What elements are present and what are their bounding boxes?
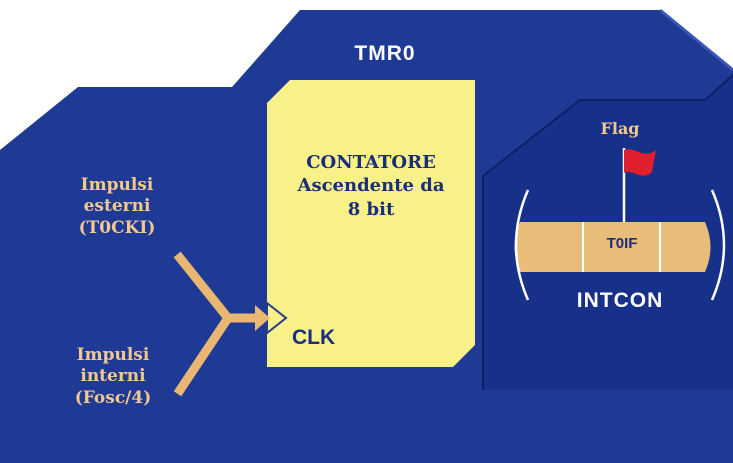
internal-line-3: (Fosc/4) xyxy=(74,387,152,408)
counter-box xyxy=(267,80,475,367)
wire-arrowhead-icon xyxy=(255,305,270,331)
register-bar xyxy=(514,222,711,272)
counter-text: CONTATORE Ascendente da 8 bit xyxy=(272,151,470,221)
clk-label: CLK xyxy=(292,326,336,349)
wire-internal xyxy=(173,311,235,397)
intcon-title: INTCON xyxy=(576,289,664,312)
flag-cloth xyxy=(624,149,656,176)
register-bracket-left xyxy=(514,189,530,301)
panel-highlight xyxy=(659,8,733,72)
register-bracket-right xyxy=(710,189,726,301)
counter-line-2: Ascendente da xyxy=(297,175,445,197)
internal-line-1: Impulsi xyxy=(76,345,150,365)
wire-external xyxy=(173,251,235,325)
external-line-2: esterni xyxy=(83,196,151,217)
external-line-1: Impulsi xyxy=(80,175,154,195)
internal-line-2: interni xyxy=(80,366,146,387)
intcon-register xyxy=(514,189,726,301)
input-wires xyxy=(173,251,263,397)
tmr0-title: TMR0 xyxy=(354,42,416,65)
internal-input-label: Impulsi interni (Fosc/4) xyxy=(48,345,178,409)
intcon-panel-edge xyxy=(482,74,733,390)
flag-icon xyxy=(622,148,656,222)
external-line-3: (T0CKI) xyxy=(78,217,156,238)
counter-line-3: 8 bit xyxy=(347,198,395,220)
counter-line-1: CONTATORE xyxy=(306,152,436,173)
t0if-bit-label: T0IF xyxy=(606,235,638,252)
external-input-label: Impulsi esterni (T0CKI) xyxy=(52,175,182,239)
flag-label: Flag xyxy=(600,119,640,138)
